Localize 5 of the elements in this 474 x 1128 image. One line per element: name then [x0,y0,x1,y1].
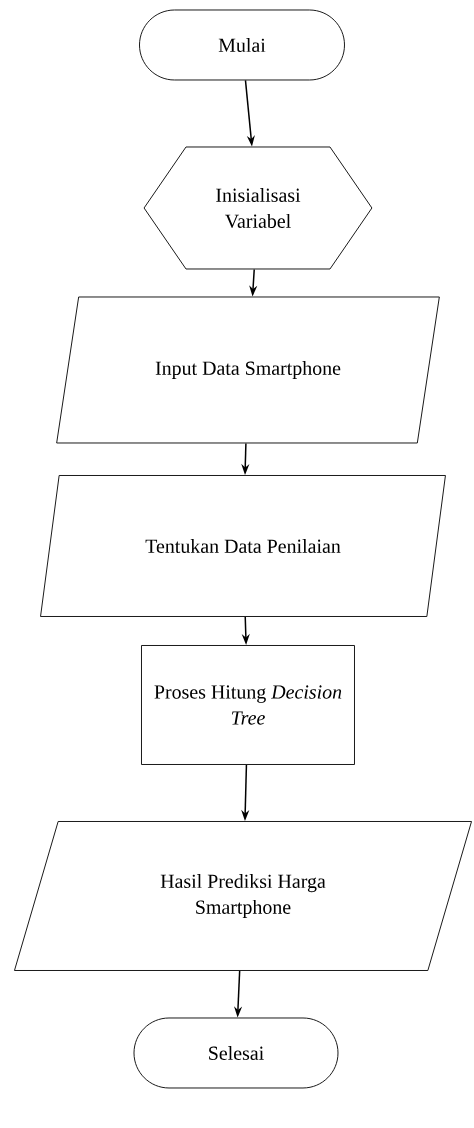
input-output-parallelogram: Hasil Prediksi Harga Smartphone [14,821,472,971]
input-output-parallelogram: Input Data Smartphone [56,296,440,444]
preparation-hexagon: Inisialisasi Variabel [143,146,373,270]
process-box: Proses Hitung Decision Tree [141,645,355,765]
input-output-parallelogram: Tentukan Data Penilaian [40,475,446,617]
